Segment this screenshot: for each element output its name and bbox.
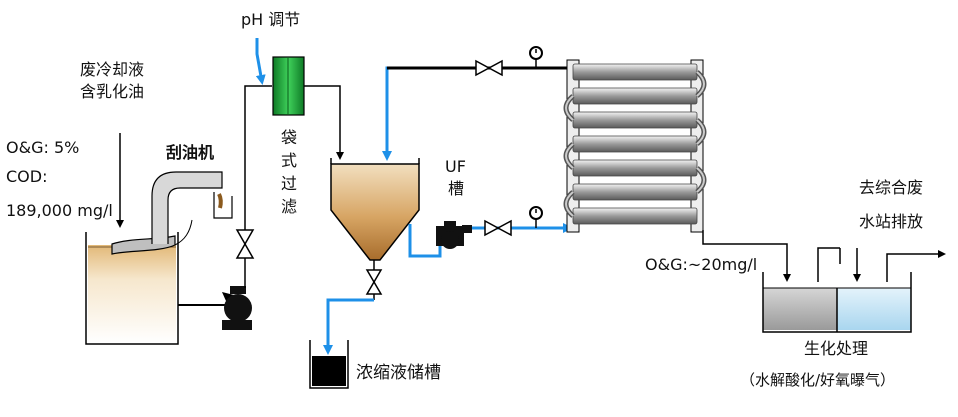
- permeate-og-label: O&G:~20mg/l: [645, 255, 758, 274]
- discharge-line-1: 去综合废: [859, 178, 924, 197]
- discharge-line-2: 水站排放: [859, 212, 924, 231]
- concentrate-storage-tank: [309, 340, 349, 389]
- filter-to-uf-pipe: [304, 85, 344, 160]
- drain-valve: [365, 269, 383, 295]
- retentate-return-pipe: [382, 66, 573, 161]
- ph-label: pH 调节: [241, 10, 301, 29]
- feed-valve: [484, 219, 512, 237]
- oil-skimmer: [111, 171, 233, 255]
- waste-line-2: 含乳化油: [80, 82, 145, 101]
- bio-treatment-tanks: [762, 247, 946, 333]
- uf-tank-label-2: 槽: [448, 179, 465, 198]
- bio-title: 生化处理: [804, 339, 869, 358]
- pump-to-filter-pipe: [244, 85, 272, 288]
- concentrate-pipe: [323, 298, 374, 355]
- check-valve-1: [235, 229, 255, 259]
- permeate-pipe: [702, 230, 791, 282]
- bio-detail: （水解酸化/好氧曝气）: [740, 371, 896, 389]
- uf-circulation-pump: [436, 221, 472, 249]
- uf-membrane-module: [563, 59, 707, 233]
- cod-value: 189,000 mg/l: [6, 201, 113, 220]
- return-valve: [475, 59, 503, 77]
- uf-tank-label-1: UF: [445, 157, 466, 176]
- pressure-gauge-top: [529, 46, 543, 68]
- og-input-label: O&G: 5%: [6, 138, 80, 157]
- skimmer-label: 刮油机: [166, 143, 215, 162]
- bag-filter-label: 袋式过滤: [281, 128, 298, 216]
- ph-dosing-arrow: [255, 38, 266, 85]
- uf-tank-outlet-pipe: [408, 224, 442, 258]
- waste-line-1: 废冷却液: [80, 60, 145, 79]
- concentrate-tank-label: 浓缩液储槽: [356, 363, 441, 383]
- pressure-gauge-bottom: [529, 206, 543, 228]
- waste-coolant-tank: [85, 232, 179, 345]
- cod-label: COD:: [6, 167, 48, 186]
- uf-tank-vessel: [330, 158, 420, 261]
- feed-pump: [178, 286, 252, 330]
